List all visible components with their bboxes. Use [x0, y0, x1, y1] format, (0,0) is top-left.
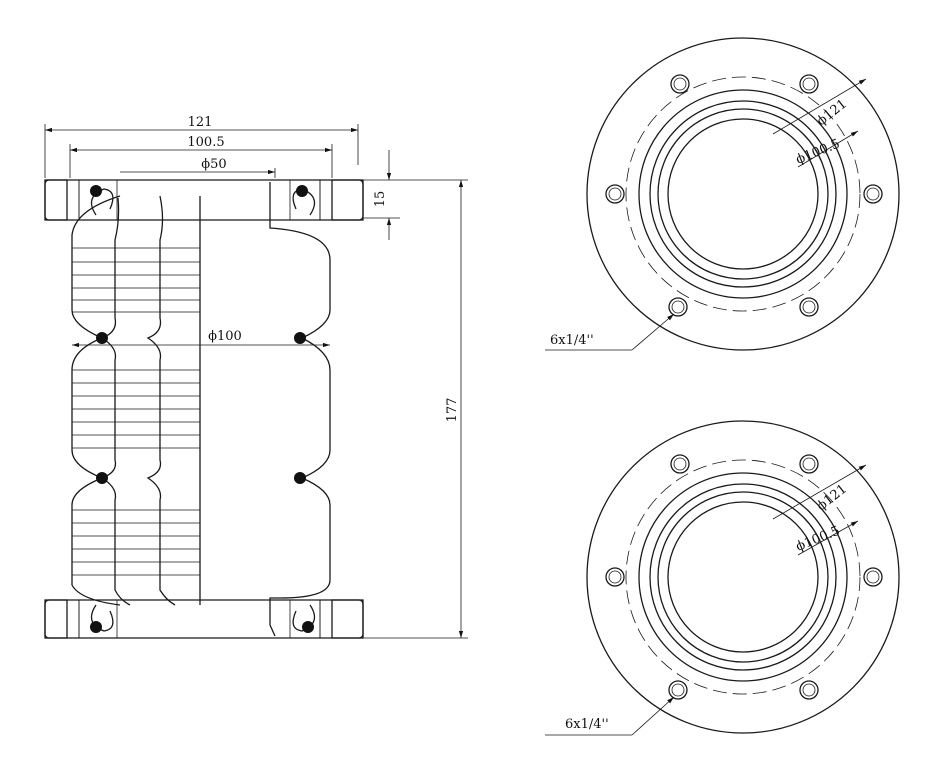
dim-label-177: 177: [445, 398, 460, 423]
bellows-outline: [71, 195, 121, 606]
top-flange-plan: ϕ121 ϕ100.5: [586, 37, 900, 351]
dim-overall-height: 177: [363, 179, 468, 639]
plan-label-phi100-5: ϕ100.5: [794, 524, 842, 555]
top-hole-callout: 6x1/4'': [545, 313, 675, 351]
bottom-hole-callout: 6x1/4'': [545, 696, 675, 736]
girdle-ring-dot: [294, 472, 306, 484]
bead-ring-dot: [90, 621, 102, 633]
dim-label-100-5: 100.5: [187, 135, 224, 150]
bolt-holes: [605, 74, 883, 317]
dim-label-121: 121: [188, 115, 213, 130]
girdle-ring-dot: [294, 332, 306, 344]
hole-callout-label: 6x1/4'': [565, 717, 609, 732]
bead-ring-dot: [90, 185, 102, 197]
hole-callout-label: 6x1/4'': [550, 333, 594, 348]
plan-label-phi100-5: ϕ100.5: [794, 137, 842, 168]
dim-overall-width: 121: [44, 115, 359, 178]
dim-flange-height: 15: [363, 150, 400, 240]
dim-label-15: 15: [373, 191, 388, 208]
dim-port-diameter: ϕ50: [120, 157, 276, 178]
top-flange-section: [44, 179, 364, 221]
bolt-holes: [605, 454, 883, 700]
bottom-flange-section: [44, 599, 364, 639]
girdle-ring-dot: [96, 472, 108, 484]
plan-label-phi121: ϕ121: [814, 482, 850, 515]
dim-label-phi100: ϕ100: [208, 329, 242, 344]
bead-ring-dot: [296, 185, 308, 197]
bead-ring-dot: [302, 621, 314, 633]
bellows-section-lines: [72, 247, 200, 576]
girdle-ring-dot: [96, 332, 108, 344]
plan-label-phi121: ϕ121: [814, 97, 850, 130]
dim-label-phi50: ϕ50: [201, 157, 226, 172]
bottom-flange-plan: ϕ121 ϕ100.5: [586, 420, 900, 734]
dim-bellows-diameter: ϕ100: [72, 329, 330, 348]
side-view: 121 100.5 ϕ50 ϕ100 15 177: [44, 115, 468, 639]
dim-bead-diameter: 100.5: [69, 135, 333, 178]
bellows-outline: [269, 182, 331, 637]
